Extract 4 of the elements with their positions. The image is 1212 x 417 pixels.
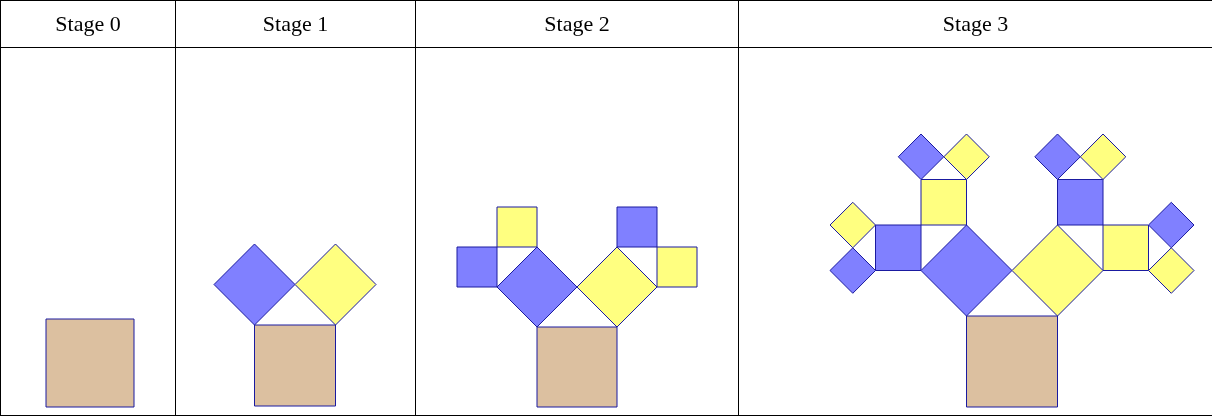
- column-heading: Stage 2: [544, 11, 610, 36]
- column-heading: Stage 1: [262, 11, 329, 36]
- column-heading: Stage 3: [942, 11, 1009, 36]
- column-heading: Stage 0: [55, 11, 121, 36]
